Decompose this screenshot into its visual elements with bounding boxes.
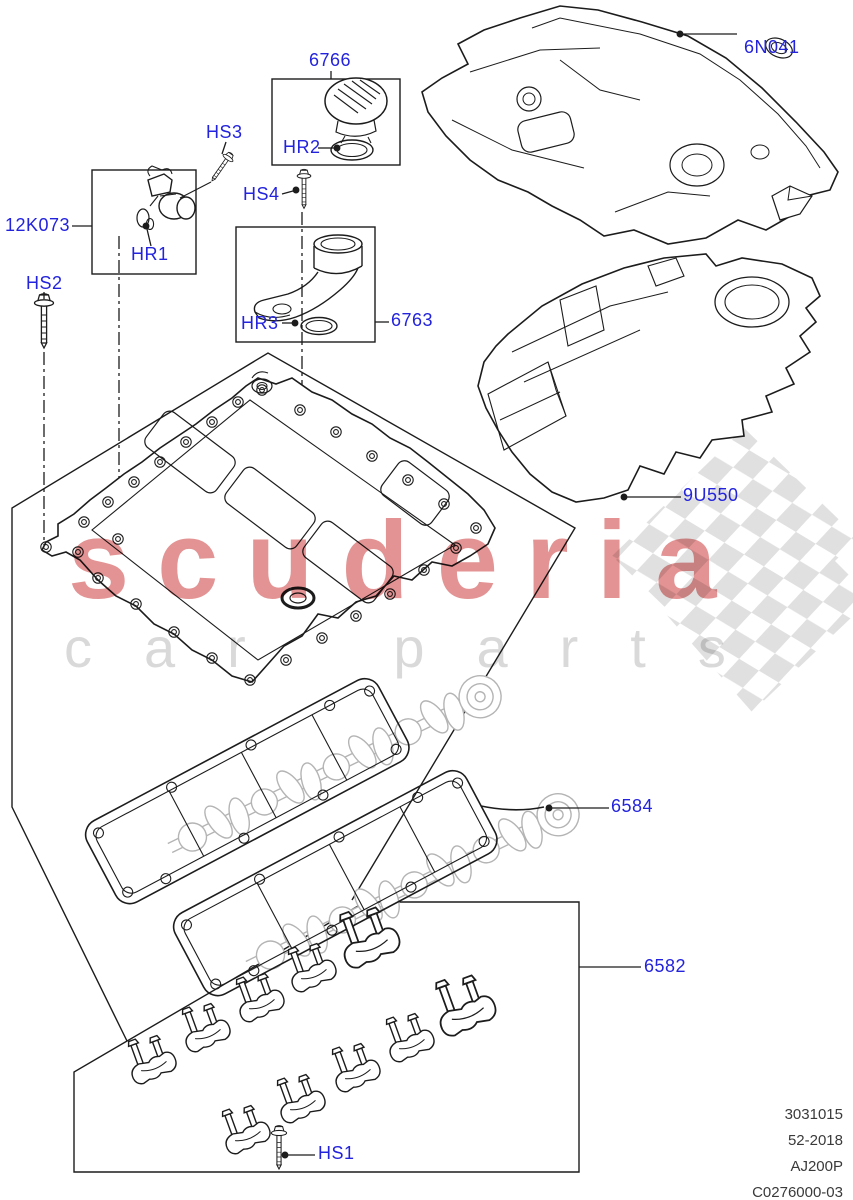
callout-hr3[interactable]: HR3 (241, 313, 279, 333)
camshaft-cover-drawing (40, 371, 496, 683)
callout-hs4[interactable]: HS4 (243, 184, 280, 204)
oil-filler-cap-drawing (324, 77, 388, 161)
callout-6763[interactable]: 6763 (391, 310, 434, 330)
oil-filler-neck-drawing (253, 234, 363, 336)
hr3-oring-drawing (300, 316, 338, 336)
part-box-6766 (271, 78, 401, 166)
info-line-4: C0276000-03 (752, 1184, 843, 1200)
callout-hs3[interactable]: HS3 (206, 122, 243, 142)
callout-hr2[interactable]: HR2 (283, 137, 321, 157)
part-box-6582 (73, 901, 580, 1173)
info-line-3: AJ200P (790, 1158, 843, 1175)
engine-cover-drawing (477, 253, 821, 503)
callout-9u550[interactable]: 9U550 (683, 485, 739, 505)
callout-boxes (11, 78, 580, 1173)
part-box-12K073 (91, 169, 197, 275)
gaskets-drawing (79, 672, 545, 1003)
leader-lines (43, 30, 737, 1159)
callout-hs2[interactable]: HS2 (26, 273, 63, 293)
callout-6584[interactable]: 6584 (611, 796, 654, 816)
oil-filler-hole (280, 586, 316, 610)
callout-6766[interactable]: 6766 (309, 50, 352, 70)
drawing-info-block: 3031015 52-2018 AJ200P C0276000-03 (752, 1102, 843, 1200)
callout-hr1[interactable]: HR1 (131, 244, 169, 264)
vvt-solenoid-drawing (136, 165, 196, 231)
info-line-1: 3031015 (784, 1106, 843, 1123)
part-box-cam-cover (11, 352, 576, 1042)
part-box-6763 (235, 226, 376, 343)
callout-6n041[interactable]: 6N041 (744, 37, 800, 57)
checkered-flag-watermark (612, 428, 853, 712)
callout-12k073[interactable]: 12K073 (5, 215, 71, 235)
hs2-bolt-drawing (33, 293, 55, 349)
hr2-oring-drawing (330, 139, 374, 161)
callout-hs1[interactable]: HS1 (318, 1143, 355, 1163)
insulator-panel-drawing (421, 5, 839, 245)
callout-6582[interactable]: 6582 (644, 956, 687, 976)
hs3-bolt-drawing (206, 149, 237, 185)
info-line-2: 52-2018 (787, 1132, 843, 1149)
hs1-bolt-drawing (270, 1125, 288, 1170)
